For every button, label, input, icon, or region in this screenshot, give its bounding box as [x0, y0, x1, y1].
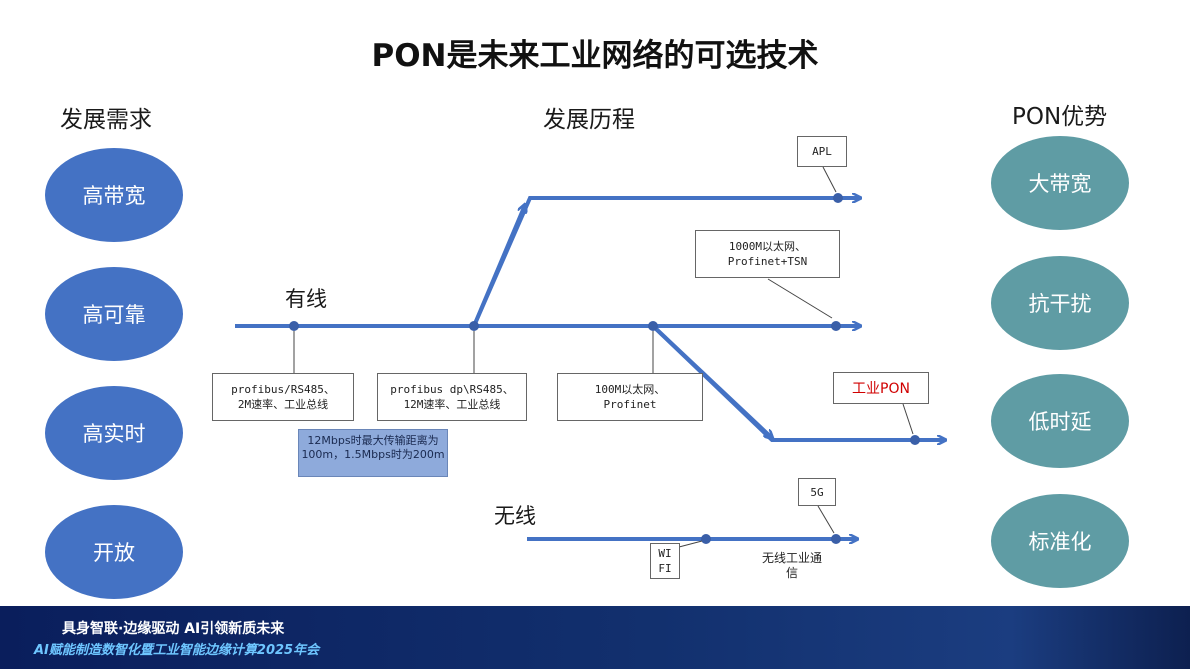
footer-event-name: AI赋能制造数智化暨工业智能边缘计算2025年会 [34, 643, 320, 658]
ethernet-100m-box: 100M以太网、 Profinet [557, 373, 703, 421]
wireless-industrial-label: 无线工业通 信 [752, 551, 832, 581]
advantage-bubble-standardization: 标准化 [991, 494, 1129, 588]
advantage-label: 大带宽 [1028, 172, 1092, 196]
apl-box: APL [797, 136, 847, 167]
footer-banner: 具身智联·边缘驱动 AI引领新质未来 AI赋能制造数智化暨工业智能边缘计算202… [0, 606, 1190, 669]
box-line: FI [658, 562, 672, 575]
label-line: 无线工业通 [761, 551, 822, 565]
profibus-rs485-box: profibus/RS485、 2M速率、工业总线 [212, 373, 354, 421]
page-title: PON是未来工业网络的可选技术 [371, 38, 819, 74]
wifi-box: WI FI [650, 543, 680, 579]
need-bubble-realtime: 高实时 [45, 386, 183, 480]
profibus-dp-box: profibus dp\RS485、 12M速率、工业总线 [377, 373, 527, 421]
box-line: profibus dp\RS485、 [390, 383, 514, 396]
advantage-label: 抗干扰 [1028, 292, 1092, 316]
advantages-heading: PON优势 [1012, 104, 1108, 130]
advantage-bubble-anti-interference: 抗干扰 [991, 256, 1129, 350]
wired-label: 有线 [285, 287, 327, 311]
need-label: 高可靠 [82, 303, 146, 327]
need-bubble-bandwidth: 高带宽 [45, 148, 183, 242]
need-bubble-reliability: 高可靠 [45, 267, 183, 361]
box-line: 1000M以太网、 [728, 240, 807, 253]
connector [767, 278, 833, 319]
advantage-label: 低时延 [1028, 410, 1092, 434]
history-heading: 发展历程 [543, 107, 635, 133]
wired-node-3 [648, 321, 658, 331]
box-line: 100M以太网、 [594, 383, 666, 396]
box-line: 2M速率、工业总线 [237, 398, 329, 411]
need-label: 高实时 [82, 422, 146, 446]
advantage-bubble-latency: 低时延 [991, 374, 1129, 468]
connector [678, 540, 703, 548]
needs-heading: 发展需求 [60, 107, 152, 133]
advantage-label: 标准化 [1028, 530, 1092, 554]
box-line: Profinet+TSN [727, 255, 808, 268]
pon-branch-tip [651, 324, 772, 438]
wired-node-2 [469, 321, 479, 331]
pon-node [910, 435, 920, 445]
distance-note: 12Mbps时最大传输距离为100m，1.5Mbps时为200m [298, 429, 448, 477]
box-line: profibus/RS485、 [231, 383, 335, 396]
wired-node-1 [289, 321, 299, 331]
box-line: 12M速率、工业总线 [403, 398, 501, 411]
box-line: WI [658, 547, 672, 560]
fiveg-box: 5G [798, 478, 836, 506]
advantage-bubble-bandwidth: 大带宽 [991, 136, 1129, 230]
need-label: 高带宽 [82, 184, 146, 208]
fiveg-node [831, 534, 841, 544]
industrial-pon-box: 工业PON [833, 372, 929, 404]
label-line: 信 [785, 566, 798, 580]
wired-node-4 [831, 321, 841, 331]
wireless-label: 无线 [494, 504, 536, 528]
need-label: 开放 [93, 541, 135, 565]
ethernet-1000m-box: 1000M以太网、 Profinet+TSN [695, 230, 840, 278]
wifi-node [701, 534, 711, 544]
connector [817, 505, 835, 534]
apl-branch-tip [472, 205, 525, 327]
need-bubble-open: 开放 [45, 505, 183, 599]
connector [902, 403, 914, 435]
apl-node [833, 193, 843, 203]
footer-slogan: 具身智联·边缘驱动 AI引领新质未来 [62, 621, 285, 637]
box-line: Profinet [603, 398, 657, 411]
connector [822, 166, 837, 193]
